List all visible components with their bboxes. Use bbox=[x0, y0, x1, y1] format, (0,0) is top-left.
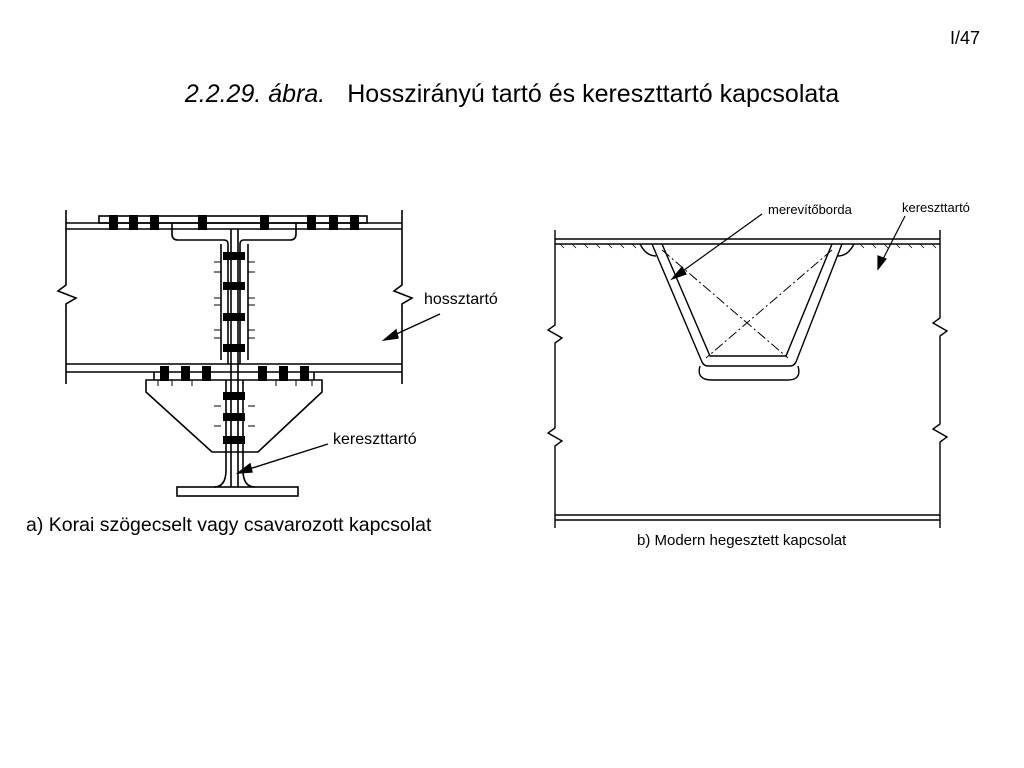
figure-b-drawing bbox=[546, 230, 949, 528]
figure-title: 2.2.29. ábra. Hosszirányú tartó és keresz… bbox=[0, 80, 1024, 109]
rivets bbox=[109, 215, 359, 444]
leader-arrows-b bbox=[670, 213, 906, 281]
label-longitudinal-girder: hossztartó bbox=[424, 291, 498, 308]
figure-number: 2.2.29. ábra. bbox=[184, 80, 326, 108]
figure-title-text: Hosszirányú tartó és kereszttartó kapcso… bbox=[347, 80, 840, 108]
rivet-ticks bbox=[157, 261, 313, 427]
label-cross-girder-a: kereszttartó bbox=[333, 431, 417, 448]
caption-a: a) Korai szögecselt vagy csavarozott kap… bbox=[26, 514, 432, 536]
deck-hatching bbox=[559, 243, 937, 249]
label-stiffener: merevítőborda bbox=[768, 202, 853, 217]
label-cross-girder-b: kereszttartó bbox=[902, 200, 970, 215]
leader-arrows-a bbox=[235, 313, 441, 474]
caption-b: b) Modern hegesztett kapcsolat bbox=[637, 532, 847, 549]
page-number: I/47 bbox=[949, 28, 980, 48]
figure-a-drawing bbox=[56, 210, 414, 497]
